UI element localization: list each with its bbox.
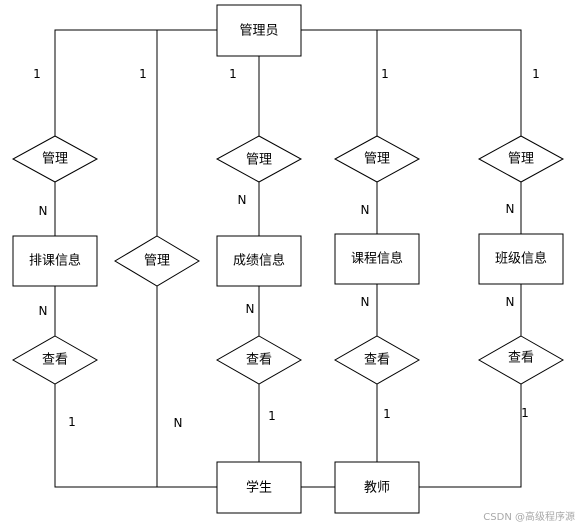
card-manage-student-n: N: [174, 416, 183, 430]
admin-entity-box: [216, 4, 302, 57]
teacher-entity-box: [334, 461, 420, 514]
card-admin-student-1: 1: [139, 67, 147, 81]
class-info-label: 班级信息: [495, 251, 547, 267]
manage-diamond-course: [333, 135, 421, 183]
line-view-teacher-class: [419, 384, 522, 488]
card-grade-view-n: N: [246, 302, 255, 316]
view-label-course: 查看: [364, 352, 390, 368]
manage-label-schedule: 管理: [42, 152, 68, 167]
manage-diamond-class: [477, 135, 565, 183]
manage-diamond-grade: [215, 135, 303, 183]
view-diamond-class: [477, 335, 565, 385]
view-diamond-schedule: [11, 335, 99, 385]
schedule-info-label: 排课信息: [29, 253, 81, 269]
card-course-view-n: N: [361, 295, 370, 309]
teacher-label: 教师: [364, 480, 390, 496]
line-view-student-left: [54, 384, 217, 488]
card-admin-grade-1: 1: [229, 67, 237, 81]
line-admin-schedule-manage: [54, 29, 217, 136]
card-class-manage-n: N: [506, 202, 515, 216]
class-entity-box: [478, 233, 564, 285]
watermark-text: CSDN @高级程序源: [483, 510, 575, 523]
card-schedule-view-n: N: [39, 304, 48, 318]
grade-entity-box: [216, 235, 302, 287]
manage-label-student: 管理: [144, 254, 170, 269]
manage-label-course: 管理: [364, 152, 390, 167]
schedule-entity-box: [12, 235, 98, 287]
view-diamond-course: [333, 335, 421, 385]
card-schedule-manage-n: N: [39, 204, 48, 218]
card-grade-manage-n: N: [238, 193, 247, 207]
view-diamond-grade: [215, 335, 303, 385]
line-admin-class-manage: [301, 29, 522, 136]
student-entity-box: [216, 461, 302, 514]
card-course-teacher-1: 1: [383, 407, 391, 421]
course-info-label: 课程信息: [351, 251, 403, 267]
card-course-manage-n: N: [361, 203, 370, 217]
card-class-view-n: N: [506, 295, 515, 309]
student-label: 学生: [246, 480, 272, 496]
course-entity-box: [334, 233, 420, 285]
card-admin-course-1: 1: [381, 67, 389, 81]
card-view-student-1: 1: [68, 415, 76, 429]
card-admin-class-1: 1: [532, 67, 540, 81]
card-admin-schedule-1: 1: [33, 67, 41, 81]
view-label-class: 查看: [508, 350, 534, 366]
card-class-teacher-1: 1: [521, 406, 529, 420]
view-label-grade: 查看: [246, 352, 272, 368]
manage-diamond-schedule: [11, 135, 99, 183]
manage-label-class: 管理: [508, 152, 534, 167]
card-grade-student-1: 1: [268, 409, 276, 423]
connector-lines: [54, 29, 522, 488]
admin-label: 管理员: [239, 24, 278, 39]
manage-diamond-student: [114, 235, 200, 287]
view-label-schedule: 查看: [42, 352, 68, 368]
grade-info-label: 成绩信息: [233, 253, 285, 269]
manage-label-grade: 管理: [246, 153, 272, 168]
